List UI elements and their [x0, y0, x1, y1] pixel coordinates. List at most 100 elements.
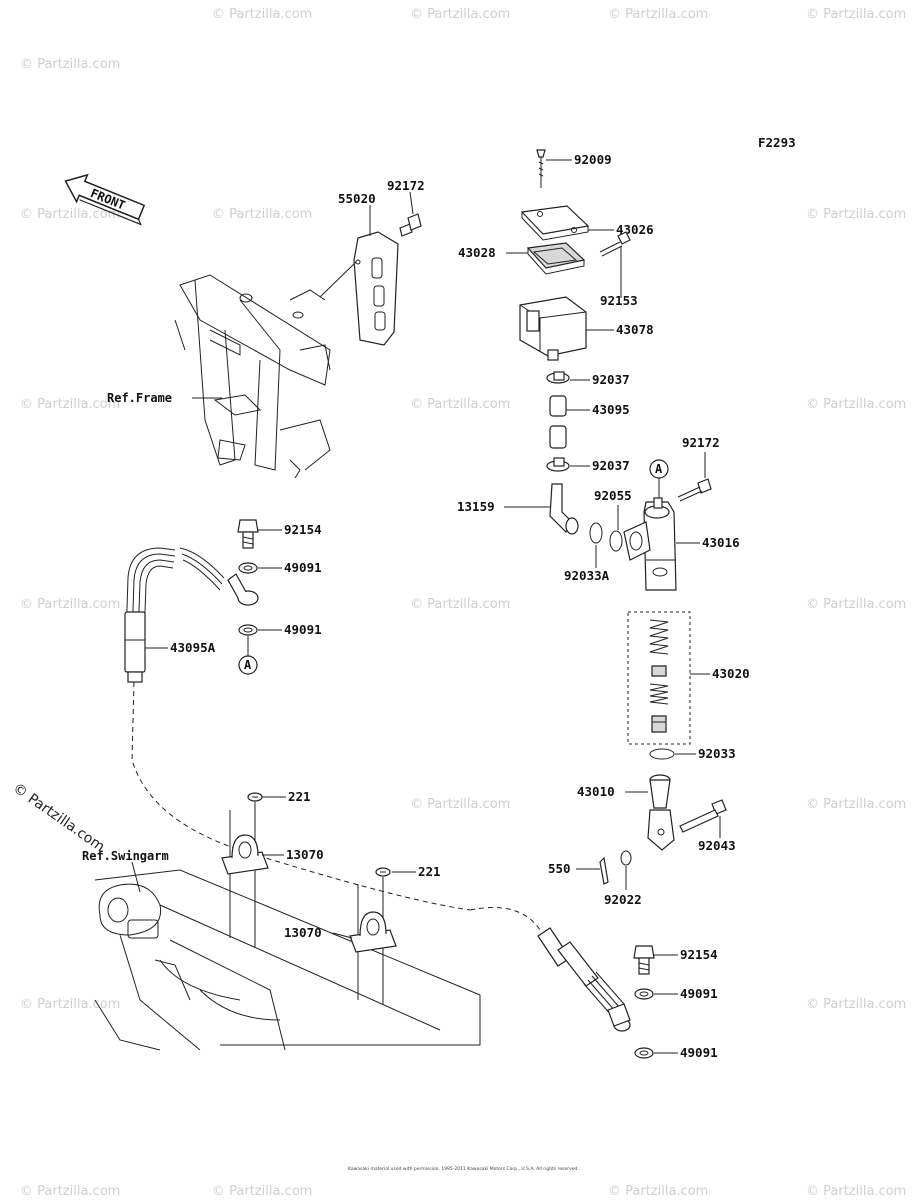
part-label-43095: 43095	[592, 402, 630, 417]
partzilla-watermark: © Partzilla.com	[10, 780, 108, 855]
hose-clamp-bracket-part	[349, 911, 397, 953]
screw-icon	[375, 867, 391, 877]
bolt-icon	[399, 213, 422, 237]
part-label-92022: 92022	[604, 892, 642, 907]
part-label-13159: 13159	[457, 499, 495, 514]
watermark-mark: © Partzilla.com	[212, 207, 312, 222]
watermark-mark: © Partzilla.com	[410, 797, 510, 812]
watermark-mark: © Partzilla.com	[806, 7, 906, 22]
part-label-550: 550	[548, 861, 571, 876]
part-label-49091-a: 49091	[284, 560, 322, 575]
watermark-mark: © Partzilla.com	[806, 797, 906, 812]
part-label-92154-upper: 92154	[284, 522, 322, 537]
push-rod-part	[647, 774, 675, 851]
washer-icon	[634, 988, 654, 1000]
hose-part	[549, 395, 567, 449]
watermark-mark: © Partzilla.com	[806, 597, 906, 612]
reservoir-part	[519, 296, 587, 361]
screw-icon	[536, 149, 546, 188]
piston-kit-part	[627, 611, 691, 745]
washer-icon	[238, 562, 258, 574]
callout-a-icon: A	[649, 459, 669, 500]
watermark-mark: © Partzilla.com	[410, 397, 510, 412]
hose-clamp-icon	[546, 457, 570, 472]
part-label-92037-lower: 92037	[592, 458, 630, 473]
hose-clamp-icon	[546, 371, 570, 384]
master-cylinder-part	[623, 497, 677, 591]
snap-ring-icon	[649, 748, 675, 760]
watermark-mark: © Partzilla.com	[212, 7, 312, 22]
part-label-49091-c: 49091	[680, 986, 718, 1001]
washer-icon	[238, 624, 258, 636]
watermark-mark: © Partzilla.com	[410, 7, 510, 22]
hose-clamp-bracket-part	[221, 834, 269, 875]
part-label-92033: 92033	[698, 746, 736, 761]
ref-swingarm-label: Ref.Swingarm	[82, 849, 169, 863]
part-label-43028: 43028	[458, 245, 496, 260]
part-label-43016: 43016	[702, 535, 740, 550]
washer-icon	[620, 850, 632, 866]
watermark-mark: © Partzilla.com	[20, 207, 120, 222]
watermark-mark: © Partzilla.com	[806, 397, 906, 412]
part-label-92172-right: 92172	[682, 435, 720, 450]
part-label-49091-b: 49091	[284, 622, 322, 637]
banjo-bolt-icon	[237, 519, 259, 549]
washer-icon	[634, 1047, 654, 1059]
figure-code: F2293	[758, 135, 796, 150]
part-label-43020: 43020	[712, 666, 750, 681]
part-label-92153: 92153	[600, 293, 638, 308]
part-label-43010: 43010	[577, 784, 615, 799]
diaphragm-part	[526, 242, 586, 275]
frame-illustration	[174, 274, 331, 479]
part-label-92033A: 92033A	[564, 568, 610, 583]
watermark-mark: © Partzilla.com	[806, 207, 906, 222]
watermark-mark: © Partzilla.com	[608, 1184, 708, 1199]
part-label-92009: 92009	[574, 152, 612, 167]
part-label-92037-upper: 92037	[592, 372, 630, 387]
callout-a-icon: A	[238, 636, 258, 675]
watermark-mark: © Partzilla.com	[608, 7, 708, 22]
watermark-mark: © Partzilla.com	[20, 397, 120, 412]
watermark-mark: © Partzilla.com	[212, 1184, 312, 1199]
part-label-92172-top: 92172	[387, 178, 425, 193]
brake-hose-part	[124, 547, 541, 931]
snap-ring-icon	[589, 522, 603, 544]
heat-guard-part	[353, 231, 399, 346]
part-label-92055: 92055	[594, 488, 632, 503]
elbow-fitting-part	[549, 483, 579, 535]
swingarm-illustration	[94, 869, 481, 1051]
part-label-55020: 55020	[338, 191, 376, 206]
o-ring-icon	[609, 530, 623, 552]
part-label-13070-upper: 13070	[286, 847, 324, 862]
watermark-mark: © Partzilla.com	[806, 997, 906, 1012]
bolt-icon	[677, 478, 712, 502]
cotter-pin-part	[599, 856, 609, 885]
part-label-43095A: 43095A	[170, 640, 216, 655]
part-label-92043: 92043	[698, 838, 736, 853]
ref-frame-label: Ref.Frame	[107, 391, 172, 405]
copyright-notice: Kawasaki material used with permission. …	[348, 1166, 579, 1172]
part-label-221-lower: 221	[418, 864, 441, 879]
screw-icon	[247, 792, 263, 802]
banjo-bolt-icon	[633, 945, 655, 975]
watermark-mark: © Partzilla.com	[20, 1184, 120, 1199]
part-label-13070-lower: 13070	[284, 925, 322, 940]
watermark-mark: © Partzilla.com	[20, 997, 120, 1012]
watermark-mark: © Partzilla.com	[20, 57, 120, 72]
part-label-49091-d: 49091	[680, 1045, 718, 1060]
svg-text:A: A	[655, 462, 663, 476]
watermark-mark: © Partzilla.com	[410, 597, 510, 612]
part-label-221-upper: 221	[288, 789, 311, 804]
watermark-mark: © Partzilla.com	[20, 597, 120, 612]
part-label-43078: 43078	[616, 322, 654, 337]
brake-hose-part	[537, 927, 631, 1032]
bolt-icon	[599, 231, 631, 257]
part-label-92154-lower: 92154	[680, 947, 718, 962]
watermark-grid: © Partzilla.com © Partzilla.com © Partzi…	[20, 7, 906, 1199]
banjo-fitting-part	[227, 573, 259, 606]
reservoir-cap-part	[520, 205, 590, 241]
svg-text:A: A	[244, 658, 252, 672]
watermark-mark: © Partzilla.com	[806, 1184, 906, 1199]
clevis-pin-part	[679, 799, 727, 833]
